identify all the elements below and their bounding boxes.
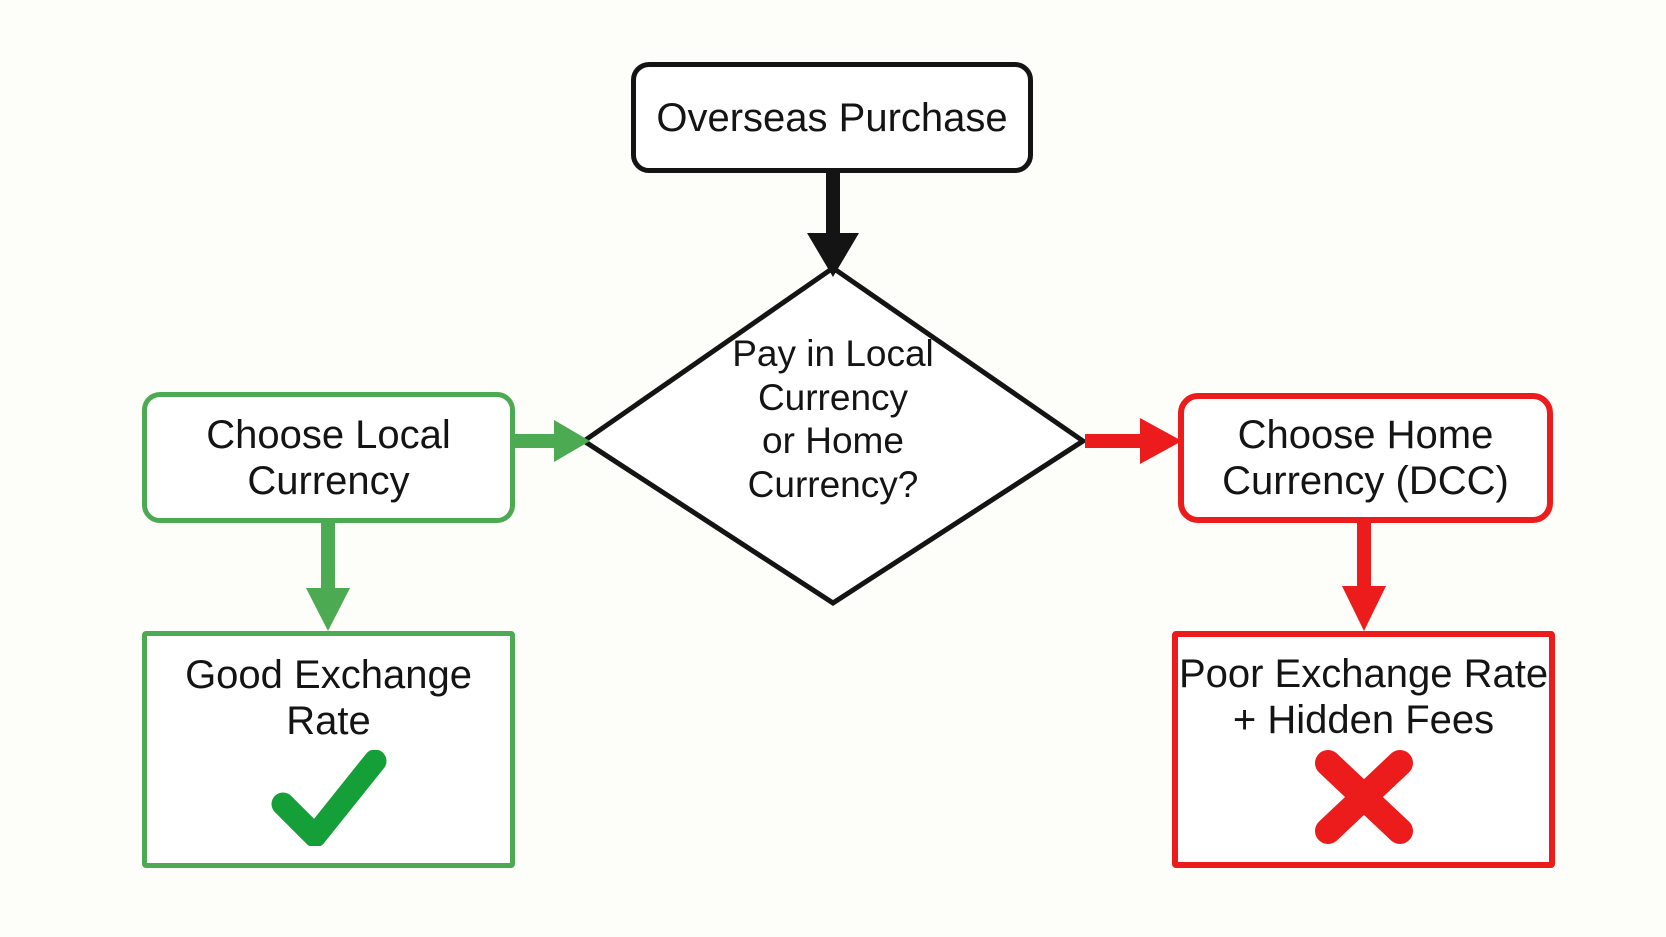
- arrow-local-to-good-rate: [306, 521, 350, 631]
- arrow-local-to-decision: [514, 420, 590, 462]
- cross-mark-icon: [1314, 750, 1413, 844]
- node-poor-exchange-rate: Poor Exchange Rate + Hidden Fees: [1172, 631, 1555, 868]
- check-mark-icon: [271, 750, 386, 846]
- node-overseas-purchase: Overseas Purchase: [631, 62, 1033, 173]
- node-choose-home-currency: Choose Home Currency (DCC): [1178, 393, 1553, 523]
- arrow-home-to-poor-rate: [1342, 521, 1386, 631]
- arrow-start-to-decision: [807, 171, 859, 277]
- node-poor-exchange-rate-label: Poor Exchange Rate + Hidden Fees: [1178, 652, 1549, 742]
- decision-label: Pay in Local Currency or Home Currency?: [732, 333, 934, 505]
- node-good-exchange-rate: Good Exchange Rate: [142, 631, 515, 868]
- node-choose-home-currency-label: Choose Home Currency (DCC): [1222, 413, 1509, 503]
- node-good-exchange-rate-label: Good Exchange Rate: [185, 653, 472, 743]
- node-overseas-purchase-label: Overseas Purchase: [656, 95, 1008, 140]
- node-choose-local-currency-label: Choose Local Currency: [206, 412, 451, 503]
- arrow-decision-to-home: [1085, 418, 1182, 464]
- node-choose-local-currency: Choose Local Currency: [142, 392, 515, 523]
